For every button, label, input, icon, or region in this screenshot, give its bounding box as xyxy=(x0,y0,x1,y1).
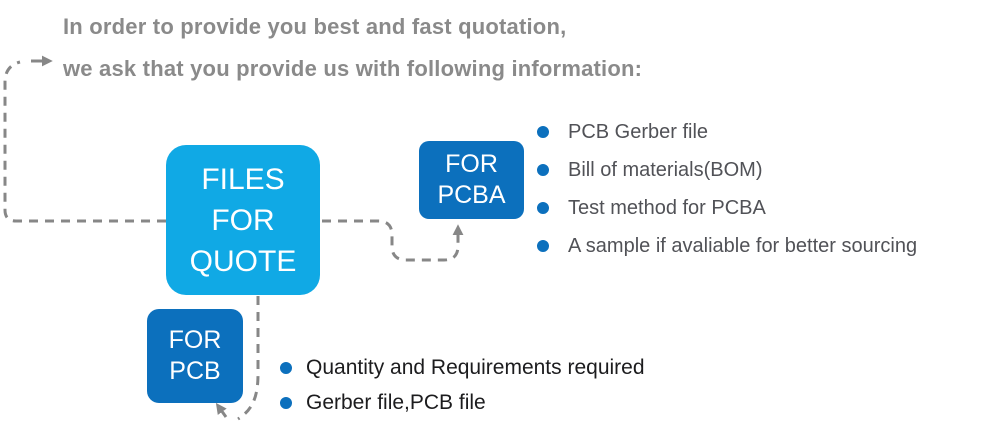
list-item-label: A sample if avaliable for better sourcin… xyxy=(568,234,918,257)
ring-bullet-icon xyxy=(280,361,292,374)
files-for-quote-line: FOR xyxy=(211,203,275,237)
connector-quote-to-header-dashed xyxy=(3,60,166,223)
list-item: PCB Gerber file xyxy=(537,113,917,151)
pcb-arrow-icon xyxy=(215,402,228,418)
ring-bullet-icon xyxy=(537,164,549,176)
header-line-1: In order to provide you best and fast qu… xyxy=(63,14,567,39)
for-pcba-line: FOR xyxy=(445,150,498,178)
connector-quote-to-pcba-dashed xyxy=(322,219,460,262)
for-pcb-box: FOR PCB xyxy=(147,309,243,403)
files-for-quote-box: FILES FOR QUOTE xyxy=(166,145,320,295)
ring-bullet-icon xyxy=(280,396,292,409)
pcb-requirements-list: Quantity and Requirements required Gerbe… xyxy=(280,350,645,420)
pcba-requirements-list: PCB Gerber file Bill of materials(BOM) T… xyxy=(537,113,917,265)
ring-bullet-icon xyxy=(537,202,549,214)
for-pcb-line: PCB xyxy=(169,357,221,385)
list-item: Bill of materials(BOM) xyxy=(537,151,917,189)
list-item: Quantity and Requirements required xyxy=(280,350,645,385)
list-item-label: Test method for PCBA xyxy=(568,196,766,219)
list-item-label: PCB Gerber file xyxy=(568,120,709,143)
files-for-quote-line: FILES xyxy=(201,162,285,196)
list-item: A sample if avaliable for better sourcin… xyxy=(537,227,917,265)
for-pcb-line: FOR xyxy=(168,326,222,354)
list-item-label: Quantity and Requirements required xyxy=(306,355,645,379)
list-item-label: Bill of materials(BOM) xyxy=(568,158,763,181)
for-pcba-line: PCBA xyxy=(437,181,506,209)
files-for-quote-line: QUOTE xyxy=(189,244,297,278)
header-line-2: we ask that you provide us with followin… xyxy=(63,56,643,81)
ring-bullet-icon xyxy=(537,126,549,138)
list-item: Gerber file,PCB file xyxy=(280,385,645,420)
ring-bullet-icon xyxy=(537,240,549,252)
list-item-label: Gerber file,PCB file xyxy=(306,390,486,414)
for-pcba-box: FOR PCBA xyxy=(419,141,524,219)
list-item: Test method for PCBA xyxy=(537,189,917,227)
